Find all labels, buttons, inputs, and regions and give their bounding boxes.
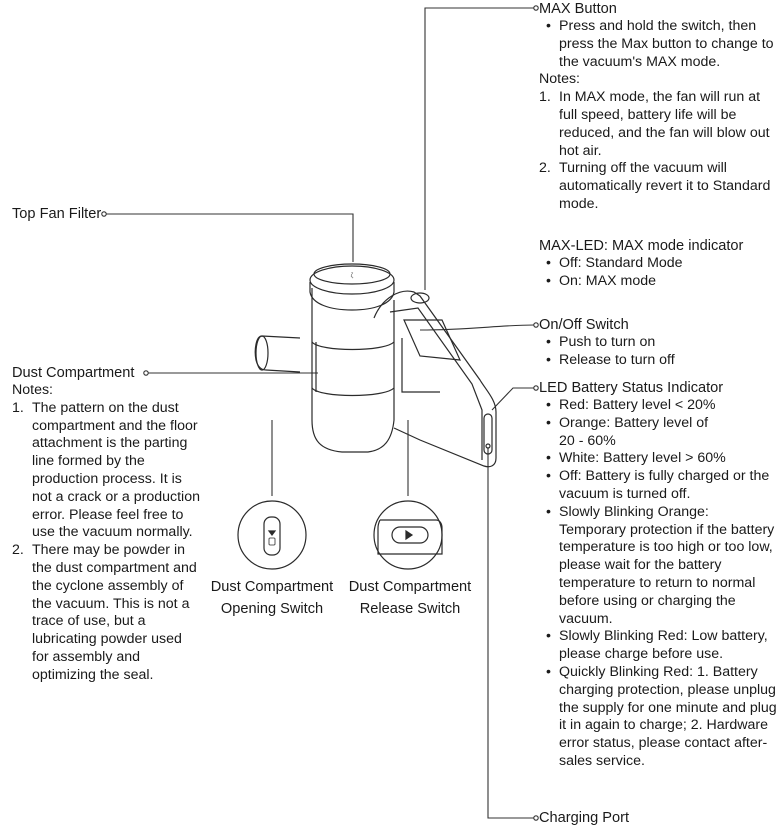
leader-lines: [101, 5, 539, 821]
dust-compartment-note: 1.The pattern on the dust compartment an…: [12, 399, 200, 541]
max-button-notes-label: Notes:: [539, 71, 581, 88]
max-led-bullet: Off: Standard Mode: [539, 255, 779, 273]
release-switch-detail: [373, 500, 443, 570]
dust-compartment-callout: Dust Compartment Notes: 1.The pattern on…: [12, 364, 200, 685]
svg-text:ζ: ζ: [351, 273, 354, 279]
max-led-title: MAX-LED: MAX mode indicator: [539, 238, 744, 254]
opening-switch-caption: Dust Compartment Opening Switch: [204, 576, 340, 620]
charging-port-title: Charging Port: [539, 810, 630, 826]
max-button-bullet: Press and hold the switch, then press th…: [539, 18, 779, 71]
vacuum-illustration: ζ: [254, 263, 497, 468]
dust-compartment-note: 2.There may be powder in the dust compar…: [12, 542, 197, 683]
max-led-bullet: On: MAX mode: [539, 273, 779, 291]
opening-switch-line1: Dust Compartment: [210, 579, 334, 595]
max-button-note: 2.Turning off the vacuum will automatica…: [539, 160, 771, 212]
led-battery-bullet: Orange: Battery level of 20 - 60%: [539, 415, 709, 451]
led-battery-bullet: Slowly Blinking Orange: Temporary protec…: [539, 504, 777, 629]
release-switch-line1: Dust Compartment: [348, 579, 472, 595]
on-off-switch-bullet: Push to turn on: [539, 334, 779, 352]
opening-switch-detail: [237, 500, 307, 570]
led-battery-bullet: Slowly Blinking Red: Low battery, please…: [539, 628, 777, 664]
release-switch-caption: Dust Compartment Release Switch: [342, 576, 478, 620]
led-battery-bullet: Red: Battery level < 20%: [539, 397, 777, 415]
max-led-callout: MAX-LED: MAX mode indicator Off: Standar…: [539, 237, 779, 291]
charging-port-callout: Charging Port: [539, 809, 739, 827]
max-button-note: 1.In MAX mode, the fan will run at full …: [539, 89, 770, 159]
dust-compartment-title: Dust Compartment: [12, 365, 135, 381]
on-off-switch-callout: On/Off Switch Push to turn on Release to…: [539, 316, 779, 370]
dust-compartment-notes-label: Notes:: [12, 382, 54, 398]
led-battery-bullet: Off: Battery is fully charged or the vac…: [539, 468, 777, 504]
led-battery-bullet: White: Battery level > 60%: [539, 450, 777, 468]
max-button-callout: MAX Button Press and hold the switch, th…: [539, 0, 779, 214]
release-switch-line2: Release Switch: [359, 601, 461, 617]
opening-switch-line2: Opening Switch: [220, 601, 324, 617]
led-battery-title: LED Battery Status Indicator: [539, 380, 724, 396]
max-button-title: MAX Button: [539, 1, 617, 17]
top-fan-filter-callout: Top Fan Filter: [12, 205, 112, 223]
led-battery-bullet: Quickly Blinking Red: 1. Battery chargin…: [539, 664, 777, 771]
on-off-switch-title: On/Off Switch: [539, 317, 629, 333]
led-battery-callout: LED Battery Status Indicator Red: Batter…: [539, 379, 777, 771]
top-fan-filter-title: Top Fan Filter: [12, 206, 102, 222]
on-off-switch-bullet: Release to turn off: [539, 352, 779, 370]
